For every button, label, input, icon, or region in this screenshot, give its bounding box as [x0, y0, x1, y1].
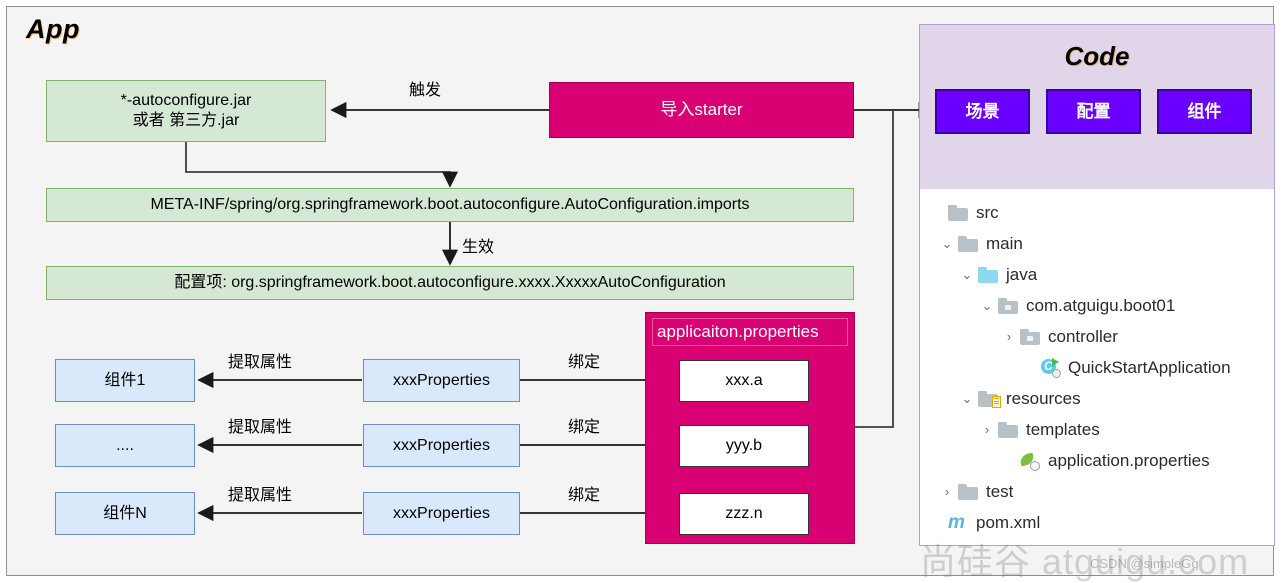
chevron-down-icon[interactable]: ⌄ [961, 266, 973, 282]
edge-label-extract-2: 提取属性 [228, 419, 293, 436]
tree-item-controller[interactable]: › controller [926, 321, 1274, 352]
folder-icon [958, 483, 980, 500]
box-xxx-properties-1[interactable]: xxxProperties [363, 359, 520, 402]
tree-item-templates[interactable]: › templates [926, 414, 1274, 445]
code-panel: Code 场景 配置 组件 src ⌄ main ⌄ java ⌄ [919, 24, 1275, 546]
maven-icon: m [948, 511, 965, 533]
folder-resources-icon [978, 390, 1001, 408]
chevron-right-icon[interactable]: › [984, 422, 990, 437]
tree-item-quickstart-application[interactable]: C QuickStartApplication [926, 352, 1274, 383]
tree-item-label: controller [1048, 326, 1118, 346]
edge-label-bind-3: 绑定 [568, 487, 601, 504]
edge-label-extract-3: 提取属性 [228, 487, 293, 504]
tree-item-label: java [1006, 264, 1038, 284]
app-panel-title: App [26, 14, 80, 44]
tree-item-resources[interactable]: ⌄ resources [926, 383, 1274, 414]
package-icon [998, 297, 1020, 314]
application-properties-title: applicaiton.properties [652, 318, 848, 346]
box-component-n[interactable]: 组件N [55, 492, 195, 535]
tree-item-test[interactable]: › test [926, 476, 1274, 507]
tree-item-label: main [986, 233, 1023, 253]
tree-item-label: QuickStartApplication [1068, 357, 1231, 377]
box-import-starter[interactable]: 导入starter [549, 82, 854, 138]
watermark-text: 尚硅谷 atguigu.com [920, 541, 1250, 582]
tree-item-src[interactable]: src [926, 197, 1274, 228]
chevron-right-icon[interactable]: › [944, 484, 950, 499]
tree-item-pom-xml[interactable]: m pom.xml [926, 507, 1274, 538]
edge-label-effective: 生效 [462, 239, 495, 256]
chevron-down-icon[interactable]: ⌄ [941, 235, 953, 251]
tree-item-java[interactable]: ⌄ java [926, 259, 1274, 290]
chevron-down-icon[interactable]: ⌄ [981, 297, 993, 313]
tree-item-package-root[interactable]: ⌄ com.atguigu.boot01 [926, 290, 1274, 321]
tree-item-label: resources [1006, 388, 1081, 408]
edge-label-extract-1: 提取属性 [228, 354, 293, 371]
box-property-entry-3[interactable]: zzz.n [679, 493, 809, 535]
folder-icon [948, 204, 970, 221]
folder-source-icon [978, 266, 1000, 283]
tree-item-label: templates [1026, 419, 1100, 439]
java-class-run-icon: C [1040, 357, 1062, 378]
folder-icon [958, 235, 980, 252]
chip-scenario[interactable]: 场景 [935, 89, 1030, 134]
chip-component[interactable]: 组件 [1157, 89, 1252, 134]
autoconfigure-jar-line2: 或者 第三方.jar [132, 112, 240, 129]
edge-label-trigger: 触发 [409, 82, 442, 99]
box-xxx-properties-3[interactable]: xxxProperties [363, 492, 520, 535]
tree-item-label: com.atguigu.boot01 [1026, 295, 1176, 315]
panel-application-properties: applicaiton.properties xxx.a yyy.b zzz.n [645, 312, 855, 544]
package-icon [1020, 328, 1042, 345]
chevron-down-icon[interactable]: ⌄ [961, 390, 973, 406]
tree-item-label: src [976, 202, 999, 222]
box-property-entry-2[interactable]: yyy.b [679, 425, 809, 467]
code-panel-title: Code [1064, 41, 1130, 71]
watermark-credit: CSDN @simpleGq [1090, 556, 1199, 571]
box-component-1[interactable]: 组件1 [55, 359, 195, 402]
tree-item-label: test [986, 481, 1014, 501]
project-file-tree: src ⌄ main ⌄ java ⌄ com.atguigu.boot01 › [926, 197, 1274, 538]
box-component-2[interactable]: .... [55, 424, 195, 467]
tree-item-main[interactable]: ⌄ main [926, 228, 1274, 259]
box-configuration-item[interactable]: 配置项: org.springframework.boot.autoconfig… [46, 266, 854, 300]
autoconfigure-jar-line1: *-autoconfigure.jar [120, 92, 252, 109]
chip-configuration[interactable]: 配置 [1046, 89, 1141, 134]
spring-properties-icon [1019, 451, 1042, 471]
tree-item-application-properties[interactable]: application.properties [926, 445, 1274, 476]
folder-icon [998, 421, 1020, 438]
box-autoconfiguration-imports[interactable]: META-INF/spring/org.springframework.boot… [46, 188, 854, 222]
edge-label-bind-1: 绑定 [568, 354, 601, 371]
tree-item-label: application.properties [1048, 450, 1210, 470]
tree-item-label: pom.xml [976, 512, 1041, 532]
box-autoconfigure-jar[interactable]: *-autoconfigure.jar 或者 第三方.jar [46, 80, 326, 142]
edge-label-bind-2: 绑定 [568, 419, 601, 436]
box-xxx-properties-2[interactable]: xxxProperties [363, 424, 520, 467]
chevron-right-icon[interactable]: › [1006, 329, 1012, 344]
box-property-entry-1[interactable]: xxx.a [679, 360, 809, 402]
